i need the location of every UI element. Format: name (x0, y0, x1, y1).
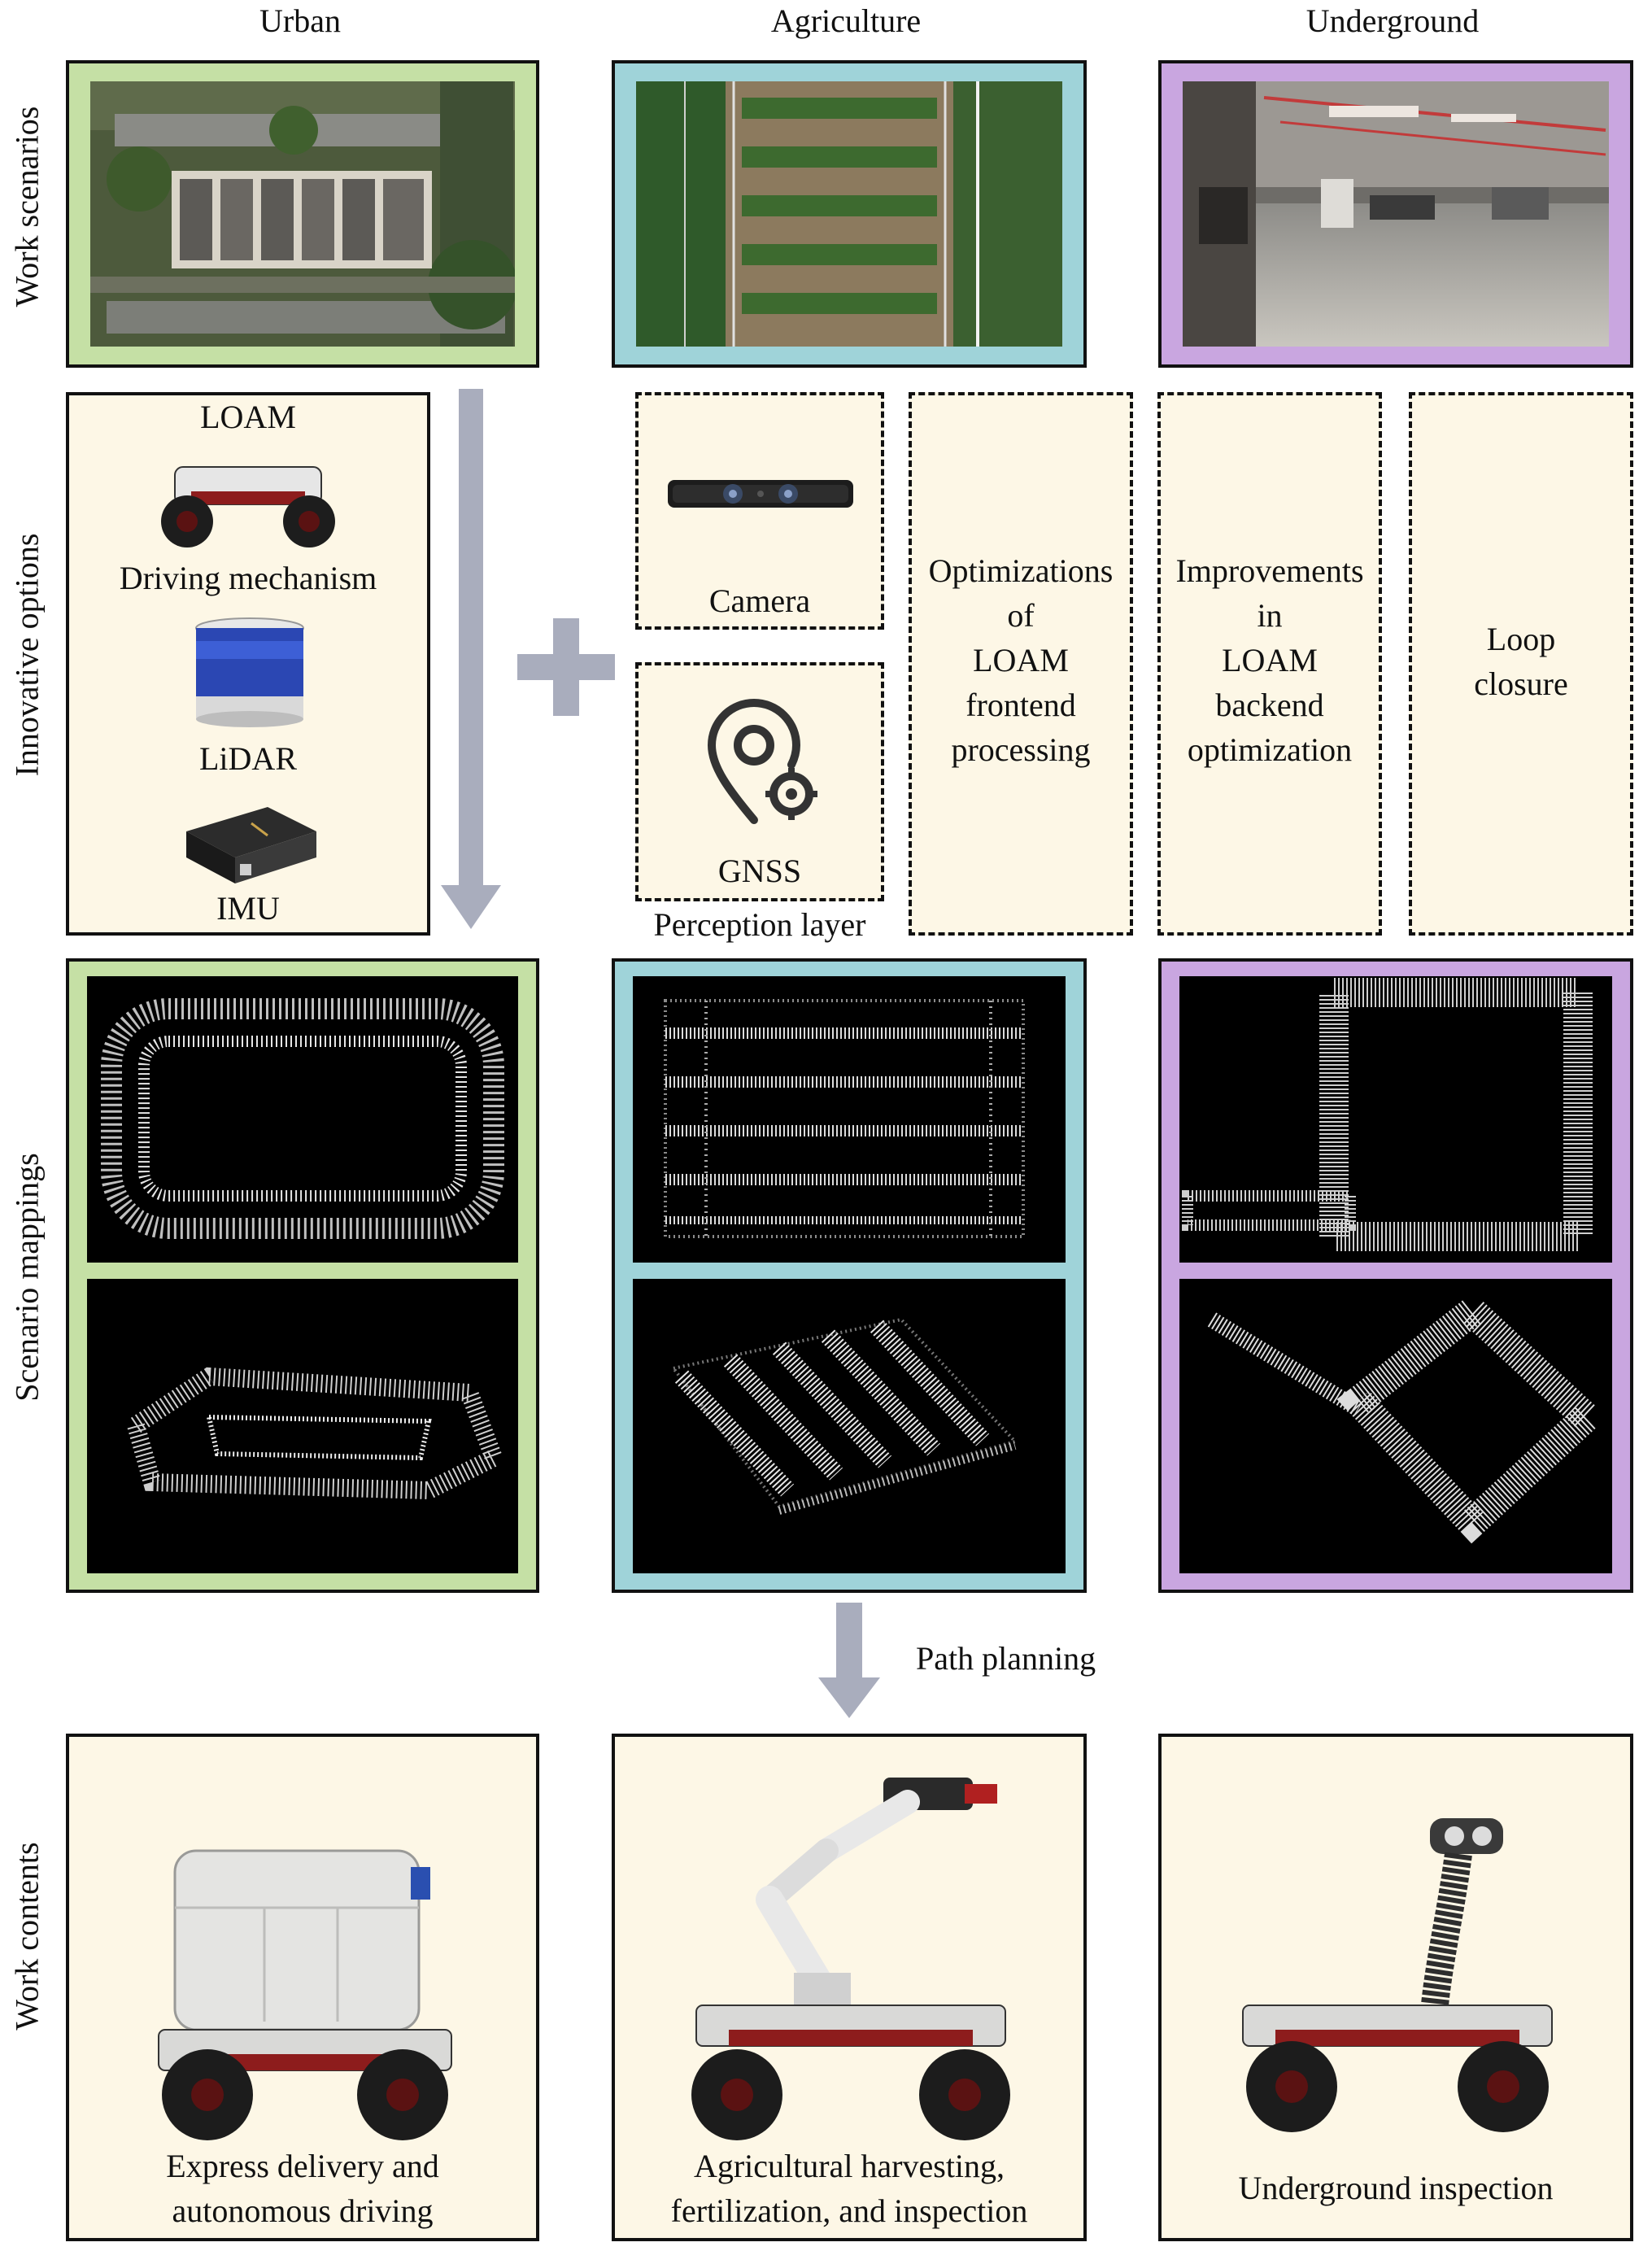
agriculture-map-3d-view (633, 1279, 1066, 1573)
gnss-location-icon (704, 698, 826, 828)
camera-box: Camera (635, 392, 884, 630)
underground-scenario-frame (1158, 60, 1633, 368)
driving-mechanism-label: Driving mechanism (119, 560, 377, 596)
underground-work-line-1: Underground inspection (1238, 2170, 1554, 2206)
frontend-line-4: frontend (965, 687, 1076, 723)
imu-label: IMU (216, 890, 280, 927)
row-label-work-contents: Work contents (8, 1842, 46, 2031)
urban-map-3d-view (87, 1279, 518, 1573)
agriculture-work-content-box: Agricultural harvesting, fertilization, … (612, 1734, 1087, 2241)
row-label-innovative-options: Innovative options (8, 533, 46, 777)
frontend-text: Optimizations of LOAM frontend processin… (912, 548, 1130, 772)
backend-line-2: in (1257, 597, 1283, 634)
column-header-urban: Urban (259, 2, 341, 39)
agriculture-work-line-2: fertilization, and inspection (670, 2192, 1028, 2229)
agriculture-map-top-view (633, 976, 1066, 1263)
agriculture-mapping-frame (612, 958, 1087, 1593)
backend-optimization-box: Improvements in LOAM backend optimizatio… (1157, 392, 1382, 936)
down-arrow-path-planning (818, 1603, 880, 1721)
loam-components-box: LOAM Driving mechanism LiDAR IMU (66, 392, 430, 936)
perception-layer-label: Perception layer (653, 906, 866, 943)
underground-parking-photo (1183, 81, 1609, 347)
delivery-robot-image (142, 1834, 484, 2144)
column-header-underground: Underground (1305, 2, 1480, 39)
row-label-work-scenarios: Work scenarios (8, 106, 46, 308)
gnss-label: GNSS (717, 853, 802, 889)
backend-line-4: backend (1215, 687, 1324, 723)
underground-work-content-box: Underground inspection (1158, 1734, 1633, 2241)
loop-line-2: closure (1474, 665, 1568, 702)
driving-robot-image (150, 452, 346, 550)
urban-mapping-frame (66, 958, 539, 1593)
underground-work-content-text: Underground inspection (1162, 2166, 1630, 2210)
camera-label: Camera (708, 582, 811, 619)
urban-work-content-box: Express delivery and autonomous driving (66, 1734, 539, 2241)
underground-map-top-view (1179, 976, 1612, 1263)
agriculture-scenario-frame (612, 60, 1087, 368)
loop-closure-text: Loop closure (1412, 617, 1630, 706)
row-label-scenario-mappings: Scenario mappings (8, 1153, 46, 1402)
column-header-agriculture: Agriculture (770, 2, 922, 39)
loam-label: LOAM (200, 399, 296, 435)
agriculture-work-content-text: Agricultural harvesting, fertilization, … (615, 2144, 1083, 2233)
frontend-line-3: LOAM (973, 642, 1069, 678)
agriculture-aerial-photo (636, 81, 1062, 347)
frontend-line-5: processing (951, 731, 1091, 768)
frontend-line-2: of (1007, 597, 1035, 634)
urban-aerial-photo (90, 81, 515, 347)
urban-map-top-view (87, 976, 518, 1263)
inspection-robot-image (1227, 1818, 1568, 2144)
camera-image (668, 473, 853, 513)
plus-icon (517, 618, 615, 716)
urban-work-line-1: Express delivery and (166, 2148, 439, 2184)
underground-map-3d-view (1179, 1279, 1612, 1573)
loop-line-1: Loop (1486, 621, 1556, 657)
down-arrow-main (438, 389, 504, 932)
underground-mapping-frame (1158, 958, 1633, 1593)
frontend-line-1: Optimizations (928, 552, 1114, 589)
urban-work-line-2: autonomous driving (172, 2192, 434, 2229)
backend-line-5: optimization (1187, 731, 1353, 768)
imu-image (170, 799, 329, 888)
gnss-box: GNSS (635, 662, 884, 901)
backend-line-1: Improvements (1175, 552, 1364, 589)
loop-closure-box: Loop closure (1409, 392, 1633, 936)
lidar-label: LiDAR (199, 740, 297, 777)
path-planning-label: Path planning (916, 1640, 1096, 1677)
backend-line-3: LOAM (1222, 642, 1318, 678)
urban-work-content-text: Express delivery and autonomous driving (69, 2144, 536, 2233)
backend-text: Improvements in LOAM backend optimizatio… (1161, 548, 1379, 772)
frontend-optimization-box: Optimizations of LOAM frontend processin… (909, 392, 1133, 936)
robot-arm-image (664, 1761, 1038, 2144)
agriculture-work-line-1: Agricultural harvesting, (693, 2148, 1005, 2184)
lidar-image (193, 617, 307, 727)
urban-scenario-frame (66, 60, 539, 368)
